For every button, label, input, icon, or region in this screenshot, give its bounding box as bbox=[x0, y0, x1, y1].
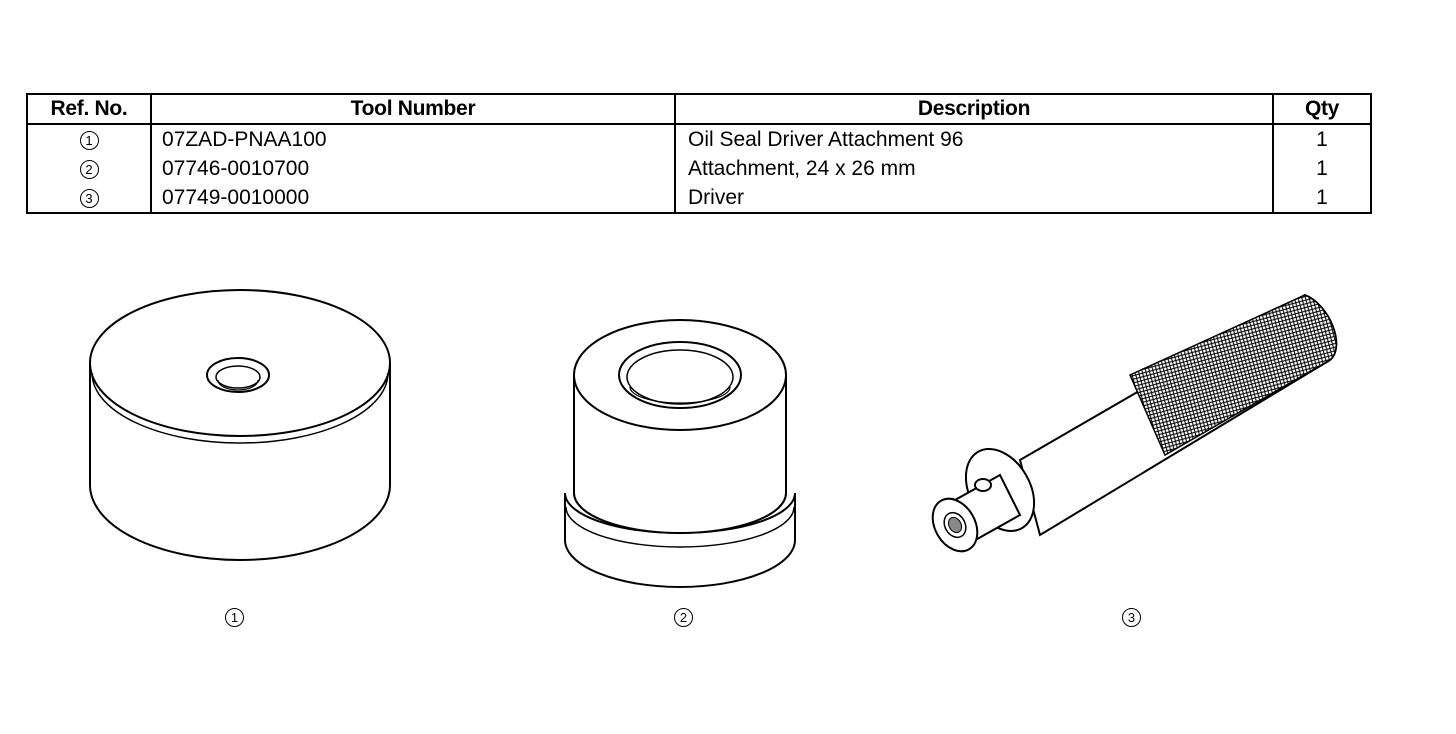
description-cell: Oil Seal Driver Attachment 96 bbox=[675, 124, 1274, 154]
figure-label-1: 1 bbox=[225, 608, 244, 627]
attachment-24x26-illustration bbox=[564, 319, 796, 588]
description-cell: Attachment, 24 x 26 mm bbox=[675, 154, 1274, 183]
table-row: 1 07ZAD-PNAA100 Oil Seal Driver Attachme… bbox=[27, 124, 1371, 154]
tool-number-cell: 07749-0010000 bbox=[151, 183, 676, 213]
tool-number-cell: 07746-0010700 bbox=[151, 154, 676, 183]
qty-cell: 1 bbox=[1316, 157, 1328, 180]
special-tools-table: Ref. No. Tool Number Description Qty 1 0… bbox=[26, 93, 1372, 214]
ref-cell: 3 bbox=[27, 183, 152, 213]
ref-number-badge: 1 bbox=[79, 130, 99, 150]
header-description: Description bbox=[675, 94, 1274, 125]
qty-cell: 1 bbox=[1316, 128, 1328, 151]
header-ref-no: Ref. No. bbox=[27, 94, 152, 125]
figure-label-2: 2 bbox=[674, 608, 693, 627]
table-row: 2 07746-0010700 Attachment, 24 x 26 mm 1 bbox=[27, 154, 1371, 183]
ref-number-badge: 2 bbox=[79, 159, 99, 179]
ref-number-badge: 3 bbox=[79, 188, 99, 208]
qty-cell: 1 bbox=[1316, 186, 1328, 209]
table-header-row: Ref. No. Tool Number Description Qty bbox=[27, 94, 1371, 125]
ref-cell: 1 bbox=[27, 124, 152, 154]
header-qty: Qty bbox=[1273, 94, 1371, 125]
driver-illustration bbox=[931, 293, 1338, 553]
tool-number-cell: 07ZAD-PNAA100 bbox=[151, 124, 676, 154]
figure-label-3: 3 bbox=[1122, 608, 1141, 627]
ref-cell: 2 bbox=[27, 154, 152, 183]
header-tool-number: Tool Number bbox=[151, 94, 676, 125]
table-row: 3 07749-0010000 Driver 1 bbox=[27, 183, 1371, 213]
attachment-illustration bbox=[89, 289, 391, 561]
description-cell: Driver bbox=[675, 183, 1274, 213]
